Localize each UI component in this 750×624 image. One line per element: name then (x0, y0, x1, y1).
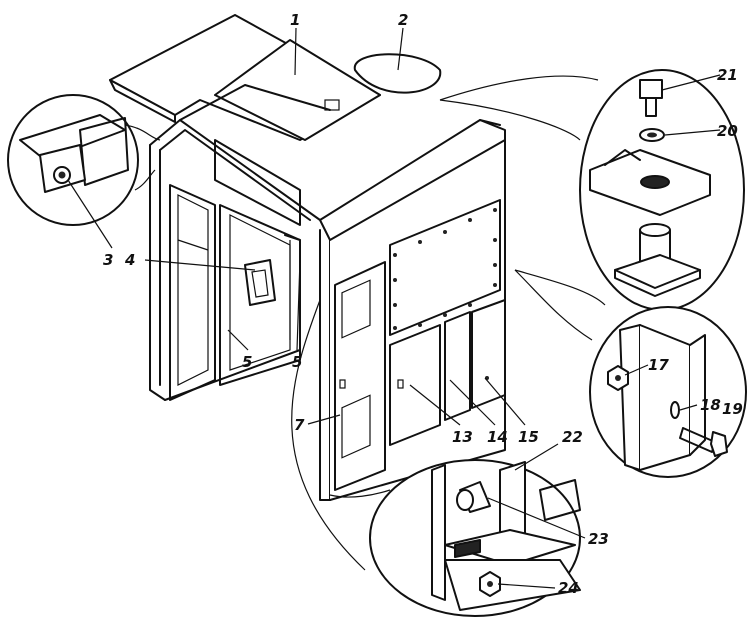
roof-vent-cover (353, 53, 442, 94)
label-20: 20 (717, 122, 738, 140)
inset-connectors (124, 75, 606, 571)
lower-panel-14 (444, 311, 471, 421)
roof-hatch-cover (214, 39, 381, 141)
label-23: 23 (588, 530, 609, 548)
label-21: 21 (717, 66, 738, 84)
side-panel-upper (389, 199, 501, 336)
side-door-7 (334, 261, 386, 491)
label-4: 4 (124, 251, 135, 269)
label-18: 18 (700, 396, 721, 414)
detail-inset-3 (7, 94, 139, 226)
roof-panel (109, 14, 381, 141)
label-7: 7 (294, 416, 305, 434)
lower-panel-15 (471, 299, 506, 409)
label-5-right: 5 (292, 353, 302, 371)
label-22: 22 (562, 428, 583, 446)
detail-inset-17-19 (589, 306, 747, 478)
label-17: 17 (648, 356, 669, 374)
lower-panel-13 (389, 324, 441, 446)
label-leaders (67, 27, 721, 589)
label-15: 15 (518, 428, 539, 446)
callout-labels: 1 2 3 4 5 5 7 13 14 15 17 18 19 20 21 22… (103, 11, 743, 597)
label-1: 1 (290, 11, 300, 29)
label-13: 13 (452, 428, 473, 446)
label-2: 2 (398, 11, 408, 29)
label-24: 24 (558, 579, 579, 597)
label-14: 14 (487, 428, 508, 446)
label-5-left: 5 (242, 353, 252, 371)
detail-inset-20-21 (579, 69, 745, 311)
detail-inset-22-24 (369, 459, 581, 617)
label-19: 19 (722, 400, 743, 418)
label-3: 3 (103, 251, 113, 269)
